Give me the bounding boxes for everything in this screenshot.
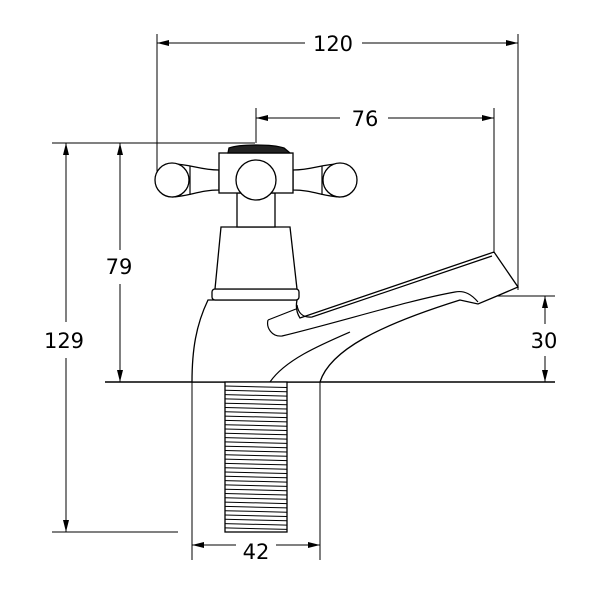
thread-line bbox=[224, 514, 288, 517]
extension-lines bbox=[52, 34, 555, 560]
thread-line bbox=[224, 428, 288, 431]
thread-line bbox=[224, 523, 288, 526]
dimension-label-76: 76 bbox=[352, 107, 379, 131]
handle-ball-right bbox=[322, 162, 358, 198]
handle-cap bbox=[227, 144, 292, 154]
thread-line bbox=[224, 385, 288, 388]
thread-line bbox=[224, 454, 288, 457]
dimension-label-129: 129 bbox=[44, 329, 84, 353]
dimension-30: 30 bbox=[531, 296, 558, 382]
thread-line bbox=[224, 518, 288, 522]
handle-ball-left bbox=[154, 162, 190, 198]
thread-line bbox=[224, 402, 288, 406]
dimension-129: 129 bbox=[44, 143, 84, 532]
thread-line bbox=[224, 475, 288, 479]
thread-line bbox=[224, 505, 288, 509]
thread-line bbox=[224, 441, 288, 444]
thread-line bbox=[224, 445, 288, 449]
dimension-42: 42 bbox=[192, 540, 320, 564]
spout-detail bbox=[296, 255, 493, 318]
handle-ball-center bbox=[235, 159, 277, 201]
thread-line bbox=[224, 527, 288, 530]
dimension-76: 76 bbox=[256, 107, 494, 131]
thread-line bbox=[224, 389, 288, 393]
thread-line bbox=[224, 497, 288, 500]
thread-line bbox=[224, 424, 288, 427]
dimension-label-42: 42 bbox=[243, 540, 270, 564]
thread-line bbox=[224, 398, 288, 401]
bonnet bbox=[214, 226, 298, 290]
dimension-label-30: 30 bbox=[531, 329, 558, 353]
thread-lines bbox=[224, 385, 288, 530]
thread-line bbox=[224, 411, 288, 414]
thread-line bbox=[224, 432, 288, 436]
thread-line bbox=[224, 493, 288, 496]
bonnet-ring bbox=[211, 288, 300, 301]
thread-line bbox=[224, 450, 288, 453]
thread-line bbox=[224, 471, 288, 474]
dimension-label-79: 79 bbox=[106, 255, 133, 279]
thread-line bbox=[224, 467, 288, 470]
thread-line bbox=[224, 462, 288, 466]
thread-line bbox=[224, 419, 288, 423]
dimension-label-120: 120 bbox=[313, 32, 353, 56]
thread-line bbox=[224, 458, 288, 462]
thread-line bbox=[224, 415, 288, 419]
thread-line bbox=[224, 480, 288, 483]
thread-line bbox=[224, 501, 288, 505]
thread-line bbox=[224, 488, 288, 492]
dimension-120: 120 bbox=[157, 32, 518, 56]
spout-lever bbox=[267, 290, 479, 337]
thread-line bbox=[224, 437, 288, 440]
thread-line bbox=[224, 484, 288, 487]
thread-line bbox=[224, 407, 288, 410]
tap-drawing bbox=[154, 144, 519, 533]
dimension-79: 79 bbox=[106, 143, 133, 382]
thread-line bbox=[224, 510, 288, 513]
thread-line bbox=[224, 394, 288, 397]
